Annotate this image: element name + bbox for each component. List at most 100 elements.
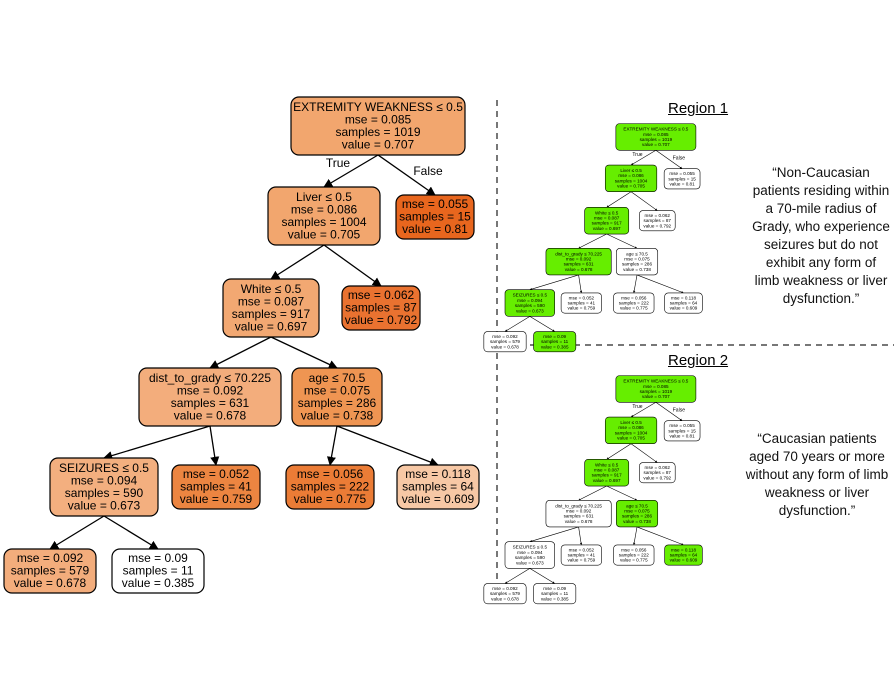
node-split-text: age ≤ 70.5 (309, 371, 366, 385)
tree-edge (606, 233, 638, 249)
node-box (395, 194, 475, 240)
node-mse-text: mse = 0.094 (517, 550, 543, 555)
tree-edge (529, 316, 555, 332)
tree-edge (630, 150, 657, 166)
node-mse-text: mse = 0.052 (569, 295, 595, 300)
tree-edge (636, 274, 684, 294)
node-samples-text: samples = 87 (644, 470, 672, 475)
node-box (285, 464, 375, 510)
region-2-title: Region 2 (668, 352, 729, 369)
node-split-text: Liver ≤ 0.5 (620, 168, 642, 173)
node-samples-text: samples = 631 (171, 396, 250, 410)
node-value-text: value = 0.678 (565, 519, 593, 524)
node-mse-text: mse = 0.062 (645, 213, 671, 218)
tree-edge (103, 425, 211, 460)
node-value-text: value = 0.705 (617, 436, 645, 441)
tree-edge (578, 526, 583, 546)
node-samples-text: samples = 11 (541, 339, 569, 344)
tree-edge (606, 443, 632, 460)
node-split-text: White ≤ 0.5 (595, 462, 619, 467)
node-mse-text: mse = 0.094 (517, 298, 543, 303)
node-box (639, 210, 676, 232)
node-box (545, 499, 612, 528)
node-box (291, 367, 383, 427)
node-box (616, 499, 659, 528)
node-split-text: dist_to_grady ≤ 70.225 (555, 251, 602, 256)
true-edge-label: True (326, 156, 351, 170)
node-value-text: value = 0.385 (541, 596, 569, 601)
tree-edge (630, 443, 658, 463)
node-samples-text: samples = 64 (402, 480, 474, 494)
false-edge-label: False (673, 408, 685, 414)
node-value-text: value = 0.697 (593, 478, 621, 483)
node-samples-text: samples = 87 (644, 218, 672, 223)
tree-edge (606, 485, 638, 501)
node-value-text: value = 0.673 (516, 308, 544, 313)
node-mse-text: mse = 0.056 (621, 295, 647, 300)
tree-edge (578, 274, 583, 294)
node-value-text: value = 0.738 (623, 519, 651, 524)
tree-edge (103, 515, 159, 550)
node-value-text: value = 0.385 (122, 576, 195, 590)
node-box (171, 464, 261, 510)
tree-edge (504, 316, 530, 332)
node-box (616, 247, 659, 276)
node-samples-text: samples = 222 (619, 552, 649, 557)
tree-edge (323, 244, 382, 287)
node-mse-text: mse = 0.118 (671, 295, 697, 300)
node-mse-text: mse = 0.085 (643, 384, 669, 389)
node-samples-text: samples = 286 (298, 396, 377, 410)
node-box (533, 583, 577, 605)
node-box (615, 375, 697, 403)
node-mse-text: mse = 0.085 (643, 132, 669, 137)
node-value-text: value = 0.697 (593, 226, 621, 231)
node-box (613, 292, 655, 314)
true-edge-label: True (632, 404, 642, 410)
node-box (396, 464, 480, 510)
node-mse-text: mse = 0.09 (543, 334, 566, 339)
node-value-text: value = 0.697 (235, 319, 308, 333)
node-samples-text: samples = 590 (65, 486, 144, 500)
node-mse-text: mse = 0.052 (569, 547, 595, 552)
node-value-text: value = 0.81 (670, 433, 696, 438)
region-1-title: Region 1 (668, 100, 729, 117)
node-value-text: value = 0.678 (174, 408, 247, 422)
node-mse-text: mse = 0.086 (291, 202, 358, 216)
node-samples-text: samples = 917 (232, 307, 311, 321)
tree-edge (529, 568, 555, 584)
node-box (604, 416, 658, 444)
tree-edge (655, 150, 683, 169)
node-split-text: EXTREMITY WEAKNESS ≤ 0.5 (623, 127, 688, 132)
node-mse-text: mse = 0.094 (71, 473, 138, 487)
node-value-text: value = 0.759 (568, 306, 596, 311)
node-value-text: value = 0.678 (491, 344, 519, 349)
node-samples-text: samples = 41 (568, 300, 596, 305)
node-box (663, 168, 701, 190)
node-value-text: value = 0.775 (620, 306, 648, 311)
tree-edge (270, 336, 338, 369)
node-value-text: value = 0.385 (541, 344, 569, 349)
node-samples-text: samples = 1004 (615, 178, 648, 183)
node-split-text: SEIZURES ≤ 0.5 (59, 461, 149, 475)
tree-edge (529, 526, 579, 543)
node-split-text: White ≤ 0.5 (241, 282, 302, 296)
node-box (613, 544, 655, 566)
node-samples-text: samples = 590 (515, 555, 545, 560)
node-value-text: value = 0.707 (342, 137, 415, 151)
node-value-text: value = 0.759 (180, 492, 253, 506)
